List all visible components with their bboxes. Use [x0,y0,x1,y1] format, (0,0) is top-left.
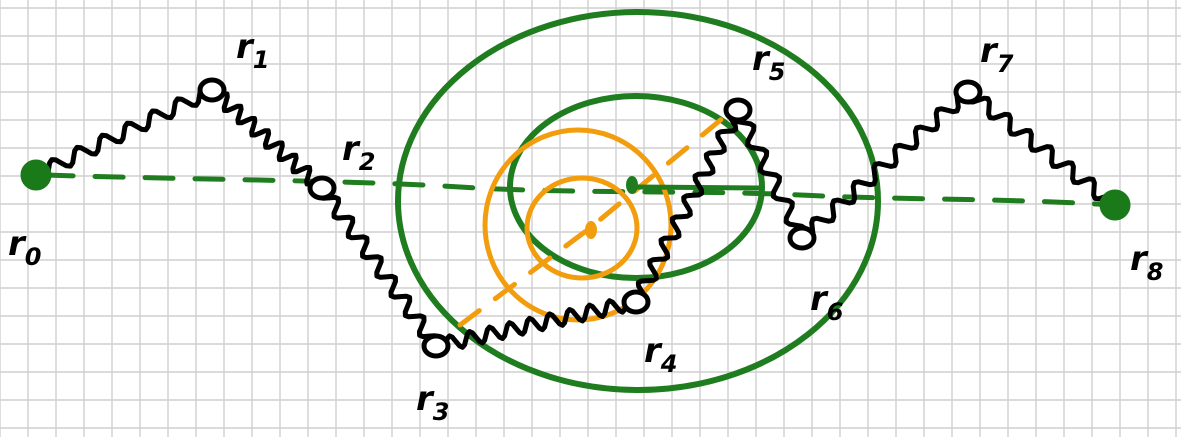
label-subscript: 4 [660,350,678,378]
bead-4 [624,292,648,312]
label-r1: r1 [236,27,269,74]
bead-5 [726,100,750,120]
spring-bond-5-6 [735,110,805,238]
bead-7 [956,82,980,102]
endpoint-8 [1101,191,1129,219]
label-subscript: 7 [997,50,1014,78]
label-subscript: 8 [1147,258,1164,286]
spring-bond-1-2 [210,90,323,188]
chain-springs [36,87,1115,352]
label-r2: r2 [342,129,375,176]
orange-dashed-vector [460,108,735,325]
endpoint-0 [22,161,50,189]
spring-bond-6-7 [802,91,968,240]
spring-bond-0-1 [36,87,212,179]
label-r8: r8 [1130,239,1163,286]
bead-1 [200,80,224,100]
bead-3 [424,336,448,356]
label-subscript: 5 [769,58,786,86]
label-subscript: 2 [359,148,376,176]
bead-6 [790,228,814,248]
orange-center-dot [585,221,597,239]
label-subscript: 0 [25,243,42,271]
bead-2 [310,178,334,198]
label-subscript: 1 [253,46,270,74]
label-r7: r7 [980,31,1014,78]
inner-green-center-dot [626,176,638,194]
label-subscript: 6 [827,298,844,326]
label-subscript: 3 [433,398,450,426]
label-r6: r6 [810,279,843,326]
label-r3: r3 [416,379,449,426]
label-r0: r0 [8,224,41,271]
